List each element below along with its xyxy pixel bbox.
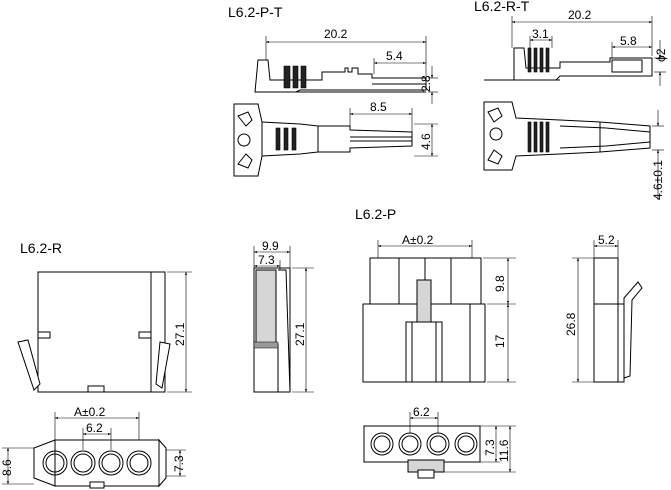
p-terminal-pin-dim: 8.5: [370, 100, 387, 114]
r-terminal-drawing: L6.2-R-T 20.2 3.1 5.8 ϕ2: [474, 0, 668, 200]
receptacle-bottom-pitch-a-dim: A±0.2: [74, 405, 106, 419]
plug-bottom-height-dim: 7.3: [483, 439, 497, 456]
receptacle-housing-drawing: L6.2-R 27.1 9.9 7.3: [0, 239, 314, 489]
p-terminal-width-dim: 4.6: [419, 133, 433, 150]
p-terminal-height-dim: 2.8: [419, 75, 433, 92]
plug-pitch-a-dim: A±0.2: [402, 233, 434, 247]
r-terminal-length-dim: 20.2: [568, 8, 592, 22]
receptacle-side-width-dim: 9.9: [262, 239, 279, 253]
p-terminal-label: L6.2-P-T: [228, 4, 283, 20]
r-terminal-width-dim: 4.6±0.1: [651, 160, 665, 200]
receptacle-housing-label: L6.2-R: [20, 240, 62, 256]
receptacle-front-view: [17, 271, 171, 393]
plug-lower-height-dim: 17: [493, 334, 507, 348]
receptacle-bottom-view: [33, 438, 167, 489]
receptacle-bottom-height-left-dim: 8.6: [0, 459, 14, 476]
r-terminal-side-view: [484, 47, 653, 81]
plug-bottom-pitch-dim: 6.2: [413, 405, 430, 419]
p-terminal-length-dim: 20.2: [324, 27, 348, 41]
r-terminal-crimp-dim: 3.1: [532, 27, 549, 41]
p-terminal-contact-dim: 5.4: [386, 49, 403, 63]
r-terminal-top-view: [483, 101, 651, 171]
plug-side-width-dim: 5.2: [598, 233, 615, 247]
r-terminal-socket-dim: 5.8: [620, 34, 637, 48]
receptacle-height-dim: 27.1: [173, 322, 187, 346]
p-terminal-drawing: L6.2-P-T 20.2 5.4 2.8: [228, 4, 438, 177]
plug-side-view: [593, 257, 643, 383]
receptacle-bottom-height-right-dim: 7.3: [172, 455, 186, 472]
r-terminal-label: L6.2-R-T: [474, 0, 530, 14]
receptacle-side-view: [253, 267, 291, 393]
plug-housing-label: L6.2-P: [355, 206, 396, 222]
plug-housing-drawing: A±0.2 9.8 17 5.2 26.8: [362, 233, 643, 479]
plug-front-view: [362, 257, 486, 383]
plug-side-height-dim: 26.8: [564, 312, 578, 336]
r-terminal-diameter-dim: ϕ2: [654, 48, 668, 62]
plug-bottom-view: [363, 425, 481, 479]
receptacle-side-height-dim: 27.1: [293, 322, 307, 346]
plug-upper-height-dim: 9.8: [493, 275, 507, 292]
plug-bottom-total-height-dim: 11.6: [497, 439, 511, 462]
p-terminal-side-view: [254, 59, 427, 93]
receptacle-side-inner-dim: 7.3: [258, 253, 275, 267]
p-terminal-top-view: [233, 103, 413, 177]
receptacle-bottom-pitch-dim: 6.2: [86, 421, 103, 435]
